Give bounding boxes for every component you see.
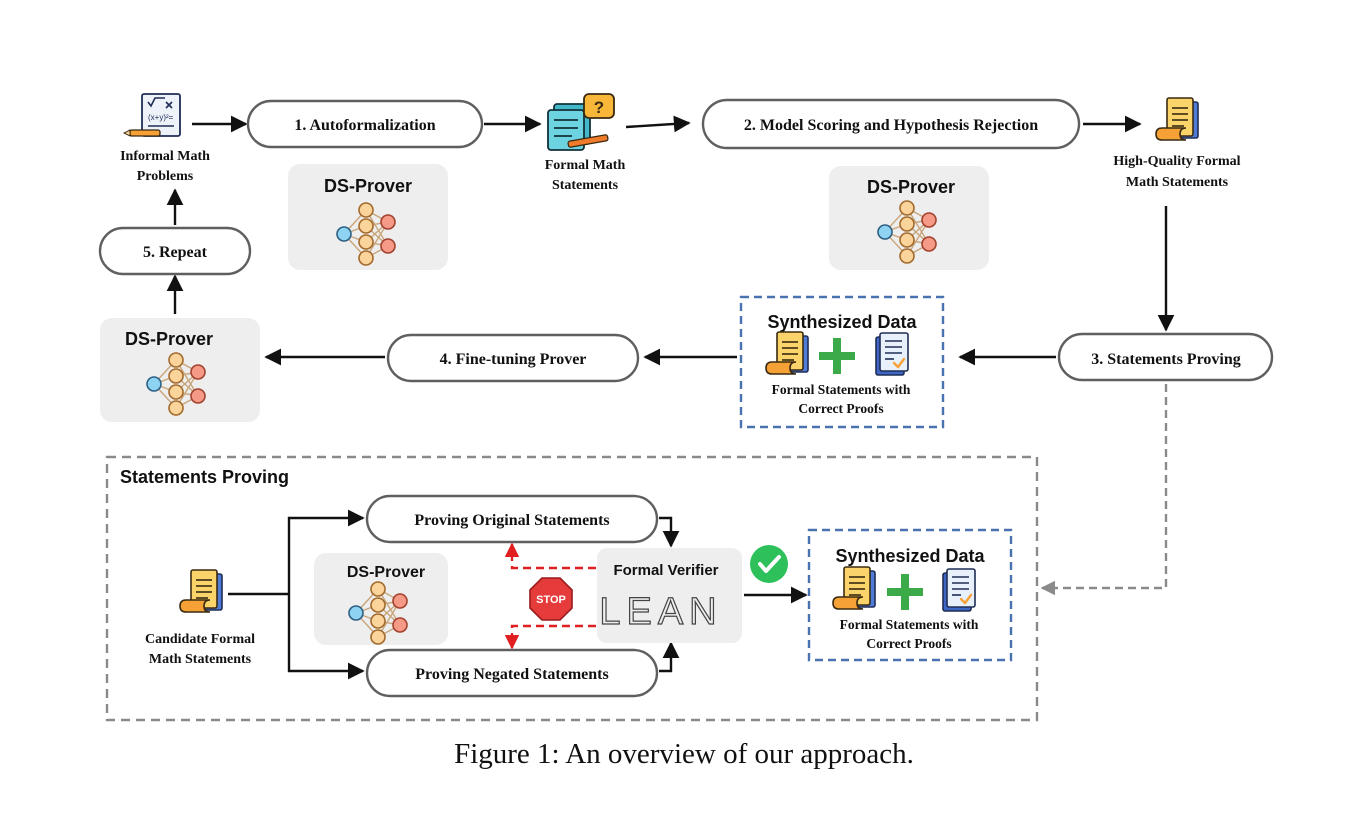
highquality-label-2: Math Statements [1126, 175, 1229, 190]
synthesized-data-desc-1: Formal Statements with [840, 617, 979, 632]
reject-arrow-original [504, 542, 596, 570]
proving-negated-label: Proving Negated Statements [415, 666, 608, 683]
synthesized-data-title: Synthesized Data [835, 546, 985, 566]
synthesized-data-box-detail: Synthesized Data Formal Statements with … [807, 528, 1013, 662]
ds-prover-label: DS-Prover [867, 177, 955, 197]
fine-tuning-pill: 4. Fine-tuning Prover [386, 333, 640, 383]
synthesized-data-desc-1: Formal Statements with [772, 382, 911, 397]
document-stack-icon [179, 569, 223, 613]
synthesized-data-title: Synthesized Data [767, 312, 917, 332]
ds-prover-label: DS-Prover [125, 329, 213, 349]
svg-text:?: ? [594, 98, 604, 117]
plus-icon [819, 338, 855, 374]
lean-logo: LEAN [599, 591, 722, 633]
figure-caption: Figure 1: An overview of our approach. [454, 738, 914, 770]
ds-prover-box-finetuned: DS-Prover [100, 318, 260, 422]
candidate-label-1: Candidate Formal [145, 632, 255, 647]
statements-proving-pill: 3. Statements Proving [1057, 332, 1274, 382]
scoring-label: 2. Model Scoring and Hypothesis Rejectio… [744, 117, 1038, 134]
proving-negated-pill: Proving Negated Statements [365, 648, 659, 698]
synthesized-data-box-top: Synthesized Data Formal Statements with … [739, 295, 945, 429]
proving-original-label: Proving Original Statements [414, 512, 609, 529]
scoring-pill: 2. Model Scoring and Hypothesis Rejectio… [701, 98, 1081, 150]
verified-document-icon [874, 331, 910, 377]
formal-statements-label-2: Statements [552, 178, 619, 193]
reject-arrow-negated [504, 624, 596, 650]
formal-statements-icon: ? [547, 93, 615, 151]
ds-prover-label: DS-Prover [324, 176, 412, 196]
stop-sign-icon: STOP [529, 577, 573, 621]
verified-document-icon [941, 567, 977, 613]
ds-prover-box-detail: DS-Prover [314, 553, 448, 645]
ds-prover-label: DS-Prover [347, 564, 425, 581]
candidate-label-2: Math Statements [149, 652, 252, 667]
informal-math-icon: (x+y)²= [122, 93, 181, 137]
arrow-formal-to-scoring [625, 115, 691, 133]
repeat-label: 5. Repeat [143, 244, 208, 261]
repeat-pill: 5. Repeat [98, 226, 252, 276]
autoformalization-pill: 1. Autoformalization [246, 99, 484, 149]
detail-title: Statements Proving [120, 467, 289, 487]
stop-label: STOP [536, 594, 566, 606]
detail-connector [1040, 384, 1168, 596]
synthesized-data-desc-2: Correct Proofs [866, 636, 951, 651]
synthesized-data-desc-2: Correct Proofs [798, 401, 883, 416]
ds-prover-box-autoformalization: DS-Prover [288, 164, 448, 270]
informal-math-label-2: Problems [137, 169, 194, 184]
arrow-original-to-verifier [659, 516, 680, 548]
document-stack-icon [1155, 97, 1199, 141]
arrow-negated-to-verifier [659, 641, 680, 673]
highquality-label-1: High-Quality Formal [1113, 154, 1240, 169]
fine-tuning-label: 4. Fine-tuning Prover [440, 351, 587, 368]
ds-prover-box-scoring: DS-Prover [829, 166, 989, 270]
check-icon [750, 545, 788, 583]
autoformalization-label: 1. Autoformalization [294, 117, 435, 134]
branch-to-negated [287, 594, 365, 680]
informal-math-label-1: Informal Math [120, 149, 210, 164]
formal-verifier-title: Formal Verifier [613, 562, 718, 579]
svg-text:(x+y)²=: (x+y)²= [148, 113, 174, 122]
formal-statements-label-1: Formal Math [545, 158, 626, 173]
formal-verifier-box: Formal Verifier LEAN [597, 548, 742, 643]
proving-original-pill: Proving Original Statements [365, 494, 659, 544]
statements-proving-label: 3. Statements Proving [1091, 351, 1240, 368]
branch-to-original [287, 509, 365, 594]
plus-icon [887, 574, 923, 610]
statements-proving-detail-panel: Statements Proving Candidate Formal Math… [105, 455, 1039, 722]
